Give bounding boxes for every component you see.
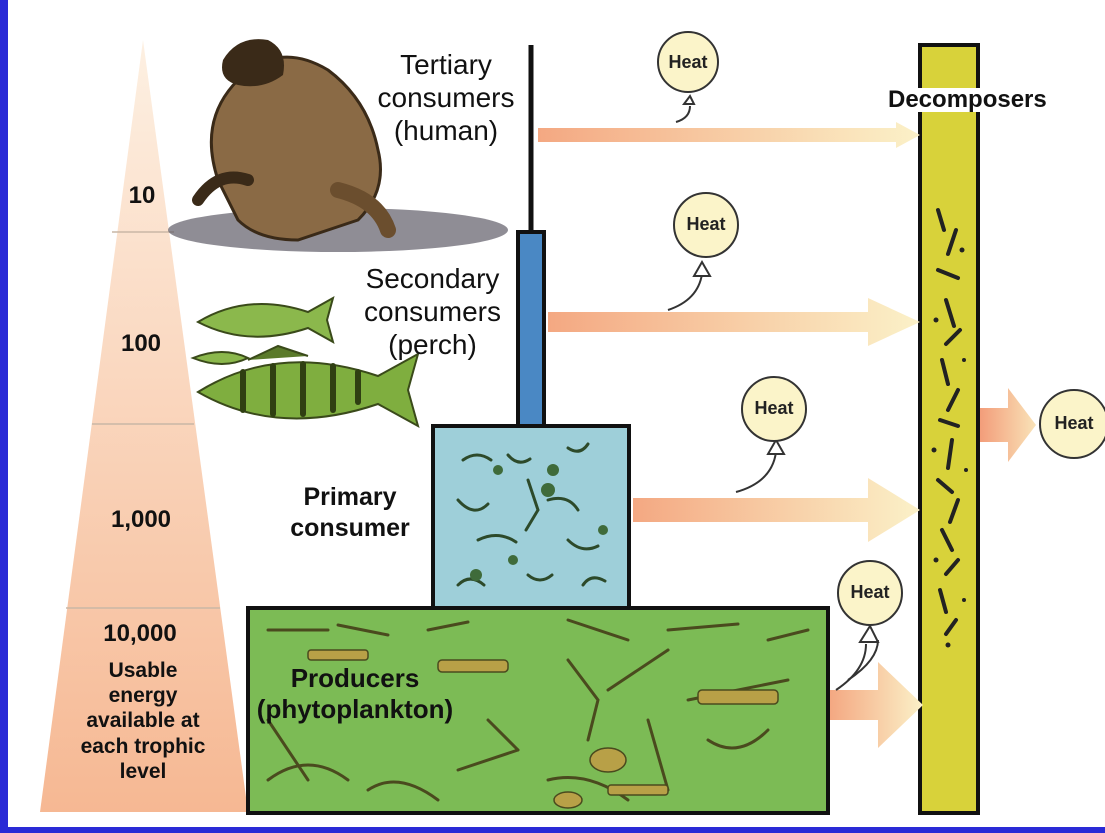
heat-label-primary: Heat xyxy=(746,398,802,419)
decomposers-label: Decomposers xyxy=(888,88,1088,112)
pyramid-level-10000: 10,000 xyxy=(70,622,210,646)
pyramid-level-100: 100 xyxy=(106,332,176,356)
primary-label: Primary consumer xyxy=(270,482,430,545)
pyramid-caption: Usable energy available at each trophic … xyxy=(44,658,242,784)
heat-label-producers: Heat xyxy=(842,582,898,603)
primary-consumer-box xyxy=(433,426,629,608)
diagram-frame: 10 100 1,000 10,000 Usable energy availa… xyxy=(8,0,1105,827)
decomposers-column xyxy=(920,45,978,813)
secondary-bar xyxy=(518,232,544,428)
heat-label-tertiary: Heat xyxy=(660,52,716,73)
pyramid-level-1000: 1,000 xyxy=(86,508,196,532)
tertiary-label: Tertiary consumers (human) xyxy=(366,48,526,147)
heat-label-secondary: Heat xyxy=(678,214,734,235)
producers-label: Producers (phytoplankton) xyxy=(250,663,460,724)
secondary-label: Secondary consumers (perch) xyxy=(350,262,515,361)
pyramid-level-10: 10 xyxy=(112,184,172,208)
heat-label-decomposers: Heat xyxy=(1046,413,1102,434)
